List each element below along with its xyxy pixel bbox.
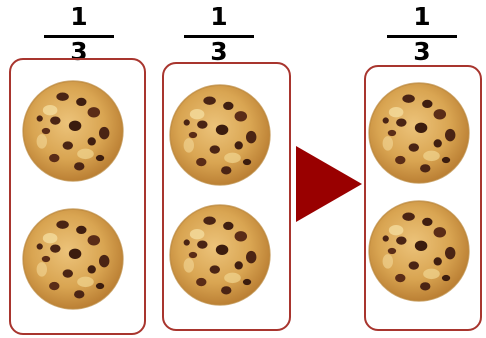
- cookie-icon: [22, 208, 124, 310]
- cookie-icon: [22, 80, 124, 182]
- cookie-icon: [169, 84, 271, 186]
- cookie-icon: [368, 82, 470, 184]
- cookie-icon: [169, 204, 271, 306]
- fraction-bar: [184, 35, 254, 38]
- fraction-label-2: 1 3: [184, 4, 254, 64]
- fraction-numerator: 1: [413, 2, 431, 31]
- fraction-denominator: 3: [70, 37, 88, 66]
- fraction-denominator: 3: [413, 37, 431, 66]
- cookie-group-3: [364, 65, 482, 331]
- cookie-icon: [368, 200, 470, 302]
- cookie-group-2: [162, 62, 291, 331]
- fraction-bar: [387, 35, 457, 38]
- fraction-label-1: 1 3: [44, 4, 114, 64]
- fraction-numerator: 1: [210, 2, 228, 31]
- right-arrow-icon: [296, 146, 362, 222]
- fraction-numerator: 1: [70, 2, 88, 31]
- cookie-group-1: [9, 58, 146, 335]
- fraction-bar: [44, 35, 114, 38]
- fraction-denominator: 3: [210, 37, 228, 66]
- fraction-label-3: 1 3: [387, 4, 457, 64]
